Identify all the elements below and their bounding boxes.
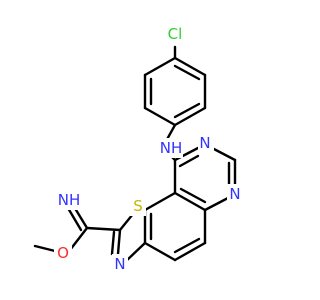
bond-pyr-n-ch — [210, 146, 237, 162]
imine-nh-atom: NH — [56, 190, 84, 210]
sulfur-label: S — [133, 197, 143, 215]
bond-pyr-c-c — [173, 191, 207, 212]
bond-phenyl-3 — [173, 106, 207, 127]
sulfur-atom: S — [130, 196, 146, 216]
bond-benz-1 — [143, 191, 177, 212]
bond-benz-3 — [143, 241, 177, 262]
bond-pyr-n-c — [203, 196, 230, 212]
bond-phenyl-4 — [143, 106, 177, 127]
amine-nh-label: NH — [160, 139, 183, 157]
bond-pyr-c-c-inner — [179, 187, 207, 204]
chlorine-label: Cl — [168, 25, 183, 43]
atom-labels: Cl NH N N S N — [54, 23, 243, 274]
amine-nh-atom: NH — [155, 138, 183, 158]
bond-phenyl-1-inner — [173, 64, 201, 81]
bond-cimid-nh-inner — [66, 206, 83, 232]
pyrimidine-n-bottom-label: N — [229, 185, 240, 203]
bond-phenyl-6 — [143, 56, 177, 77]
bond-c2-cimid — [85, 226, 122, 232]
pyrimidine-n-bottom-atom: N — [227, 184, 243, 204]
bond-cimid-o — [68, 226, 89, 252]
oxygen-atom: O — [54, 243, 72, 263]
bond-phenyl-3-inner — [173, 102, 201, 119]
bond-thz-c2-n — [116, 228, 122, 256]
imine-nh-label: NH — [58, 191, 81, 209]
bond-pyr-c9-n-inner — [178, 154, 200, 168]
bond-phenyl-1 — [173, 56, 207, 77]
pyrimidine-n-top-atom: N — [198, 134, 214, 154]
molecule-structure: Cl NH N N S N — [33, 23, 243, 274]
bond-thz-c2-n-inner — [110, 230, 116, 256]
bonds — [33, 45, 237, 264]
molecule-canvas: Cl NH N N S N — [33, 23, 243, 274]
bond-thz-n-c — [123, 241, 147, 264]
bond-o-methyl — [33, 244, 57, 253]
chlorine-atom: Cl — [163, 23, 187, 43]
thiazole-n-label: N — [114, 255, 125, 273]
thiazole-n-atom: N — [112, 254, 128, 274]
oxygen-label: O — [57, 244, 69, 262]
pyrimidine-n-top-label: N — [199, 134, 210, 152]
bond-benz-4-inner — [173, 237, 201, 254]
bond-benz-4 — [173, 241, 207, 262]
